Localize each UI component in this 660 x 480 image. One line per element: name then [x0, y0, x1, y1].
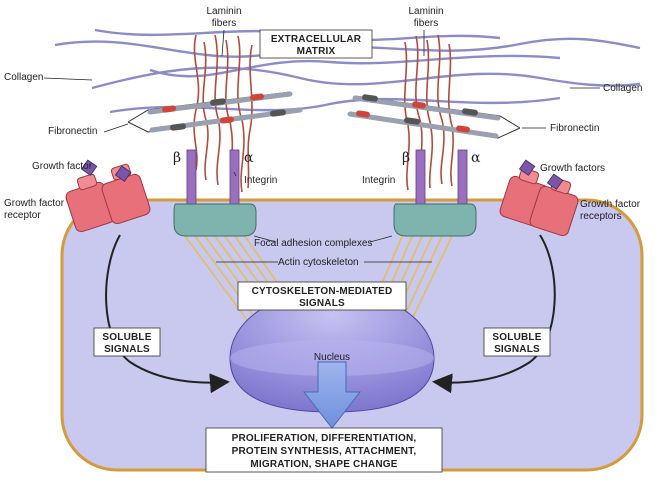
growth-factor-receptor-line1: Growth factor [4, 198, 65, 209]
growth-factor-receptors-line2: receptors [580, 211, 622, 222]
growth-factor-label: Growth factor [32, 161, 93, 172]
soluble-signals-left-line1: SOLUBLE [102, 332, 151, 343]
focal-adhesion-label: Focal adhesion complexes [254, 238, 372, 249]
alpha-left-label: α [244, 150, 254, 166]
soluble-signals-left-line2: SIGNALS [104, 344, 150, 355]
soluble-signals-right-line2: SIGNALS [494, 344, 540, 355]
growth-factor-right-2 [546, 173, 564, 190]
fibronectin-left-label: Fibronectin [48, 126, 97, 137]
soluble-signals-left-box [93, 327, 161, 357]
collagen-left-label: Collagen [4, 72, 43, 83]
soluble-signals-right-box [483, 327, 551, 357]
growth-factors-label: Growth factors [540, 163, 605, 174]
signal-arrow-right [432, 234, 556, 394]
ecm-label-box [259, 29, 373, 59]
alpha-right-label: α [471, 150, 481, 166]
outcome-line2: PROTEIN SYNTHESIS, ATTACHMENT, [232, 446, 417, 457]
collagen-right-label: Collagen [603, 83, 642, 94]
integrin-right-label: Integrin [362, 175, 395, 186]
growth-factor-right-1 [518, 159, 536, 176]
nucleus-label: Nucleus [314, 352, 350, 363]
laminin-right-line2: fibers [414, 18, 438, 29]
fibronectin-left [127, 91, 303, 133]
output-arrow [302, 361, 362, 429]
cytoskeleton-signals-line2: SIGNALS [299, 298, 345, 309]
laminin-right-line1: Laminin [408, 6, 443, 17]
growth-factor-receptor-left [65, 163, 151, 233]
focal-adhesion-left [173, 203, 257, 237]
soluble-signals-right-line1: SOLUBLE [492, 332, 541, 343]
outcome-line1: PROLIFERATION, DIFFERENTIATION, [232, 433, 417, 444]
growth-factor-left-1 [80, 159, 98, 176]
growth-factor-receptors-line1: Growth factor [580, 199, 641, 210]
laminin-left-line2: fibers [212, 18, 236, 29]
laminin-left-line1: Laminin [206, 6, 241, 17]
growth-factor-receptor-right [499, 167, 579, 237]
actin-label: Actin cytoskeleton [278, 257, 359, 268]
beta-left-label: β [173, 150, 181, 166]
cytoskeleton-signals-box [237, 281, 407, 311]
laminin-fibers-left [193, 34, 253, 193]
integrin-left-label: Integrin [244, 175, 277, 186]
ecm-label-line2: MATRIX [297, 46, 336, 57]
signal-arrow-left [105, 234, 230, 394]
cytoskeleton-signals-line1: CYTOSKELETON-MEDIATED [252, 286, 393, 297]
ecm-label-line1: EXTRACELLULAR [271, 34, 362, 45]
leader-lines [43, 29, 600, 263]
outcome-box [205, 427, 443, 473]
fibronectin-right [347, 94, 521, 139]
growth-factor-receptor-line2: receptor [4, 210, 41, 221]
beta-right-label: β [402, 150, 410, 166]
focal-adhesion-right [393, 203, 477, 237]
fibronectin-right-label: Fibronectin [550, 123, 599, 134]
nucleus-top [230, 340, 434, 376]
growth-factor-left-2 [114, 165, 132, 182]
outcome-line3: MIGRATION, SHAPE CHANGE [250, 459, 397, 470]
